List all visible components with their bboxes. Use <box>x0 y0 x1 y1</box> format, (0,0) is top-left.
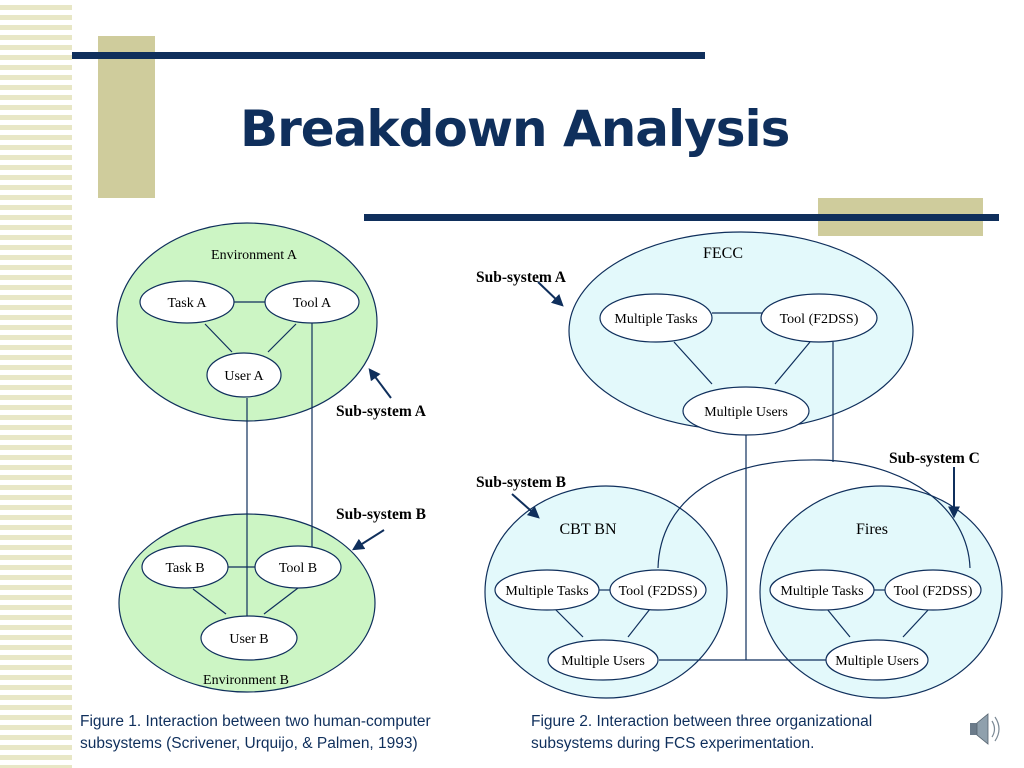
figure-2-caption-line1: Figure 2. Interaction between three orga… <box>531 713 873 730</box>
figure-1-caption-line1: Figure 1. Interaction between two human-… <box>80 713 431 730</box>
figure-2-caption: Figure 2. Interaction between three orga… <box>531 711 872 755</box>
cbt-tool-node <box>609 569 707 611</box>
user-b-label: User B <box>229 632 268 647</box>
fecc-users-node <box>682 386 810 436</box>
page-title: Breakdown Analysis <box>240 100 790 158</box>
fecc-tool-label: Tool (F2DSS) <box>780 312 859 327</box>
speaker-icon[interactable] <box>970 713 1000 745</box>
fecc-tool-node <box>760 293 878 343</box>
cbt-users-node <box>547 639 659 681</box>
subsystem-a-label-fig2: Sub-system A <box>476 269 567 286</box>
cbt-bn-ellipse <box>484 485 728 699</box>
fecc-users-label: Multiple Users <box>704 405 788 420</box>
decorative-block-top <box>98 36 155 198</box>
cbt-tasks-label: Multiple Tasks <box>505 584 588 599</box>
figure-1: Task A Tool A User A Task B Tool B User … <box>116 222 427 693</box>
tool-a-label: Tool A <box>293 296 332 311</box>
figure-2-caption-line2: subsystems during FCS experimentation. <box>531 735 815 752</box>
fires-tasks-node <box>769 569 875 611</box>
cbt-bn-label: CBT BN <box>559 521 617 538</box>
fires-tool-label: Tool (F2DSS) <box>894 584 973 599</box>
fecc-tasks-node <box>599 293 713 343</box>
fires-ellipse <box>759 485 1003 699</box>
fecc-label: FECC <box>703 245 743 262</box>
subsystem-b-label-fig1: Sub-system B <box>336 506 426 523</box>
subsystem-b-label-fig2: Sub-system B <box>476 474 566 491</box>
figure-1-caption-line2: subsystems (Scrivener, Urquijo, & Palmen… <box>80 735 418 752</box>
fires-users-label: Multiple Users <box>835 654 919 669</box>
subsystem-a-arrow-fig1 <box>368 368 392 399</box>
title-rule-top <box>72 52 705 59</box>
decorative-stripes <box>0 0 72 768</box>
subsystem-c-label: Sub-system C <box>889 450 980 467</box>
subsystem-b-arrow-fig2 <box>511 493 540 519</box>
user-a-node <box>206 352 282 398</box>
fecc-tasks-label: Multiple Tasks <box>614 312 697 327</box>
tool-b-label: Tool B <box>279 561 317 576</box>
environment-a-label: Environment A <box>211 248 298 263</box>
environment-b-label: Environment B <box>203 673 289 688</box>
cbt-tasks-node <box>494 569 600 611</box>
fires-label: Fires <box>856 521 888 538</box>
cbt-tool-label: Tool (F2DSS) <box>619 584 698 599</box>
task-b-label: Task B <box>165 561 204 576</box>
task-a-label: Task A <box>167 296 207 311</box>
subsystem-a-label-fig1: Sub-system A <box>336 403 427 420</box>
user-a-label: User A <box>224 369 264 384</box>
tool-b-node <box>254 545 342 589</box>
figure-1-caption: Figure 1. Interaction between two human-… <box>80 711 431 755</box>
figure-1-connectors <box>192 301 313 620</box>
task-b-node <box>141 545 229 589</box>
fires-users-node <box>825 639 929 681</box>
title-rule-bottom <box>364 214 999 221</box>
fires-tasks-label: Multiple Tasks <box>780 584 863 599</box>
figure-2: Multiple Tasks Tool (F2DSS) Multiple Use… <box>476 231 1003 699</box>
subsystem-b-arrow-fig1 <box>351 529 385 551</box>
user-b-node <box>200 615 298 661</box>
tool-a-node <box>264 280 360 324</box>
fires-tool-node <box>884 569 982 611</box>
cbt-users-label: Multiple Users <box>561 654 645 669</box>
subsystem-a-arrow-fig2 <box>537 281 564 307</box>
task-a-node <box>139 280 235 324</box>
